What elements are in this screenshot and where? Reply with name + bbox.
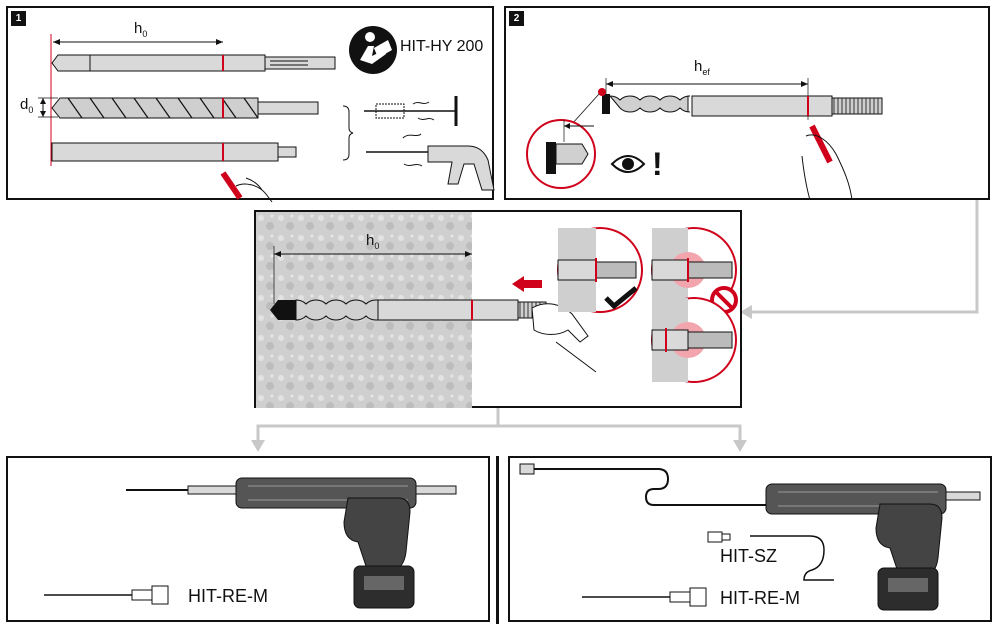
zoom-detail: [526, 93, 600, 189]
detail-wrong-2: [651, 297, 737, 383]
extension-hose: [519, 463, 766, 506]
anchor-rod: [270, 299, 547, 321]
options-divider: [496, 456, 499, 624]
h0-label: h0: [134, 20, 148, 39]
air-pump-icon: [366, 133, 495, 191]
step-3-illustration: [256, 212, 738, 408]
hef-label: hef: [694, 58, 710, 77]
dispenser-icon: [765, 483, 981, 611]
h0-label: h0: [366, 232, 380, 251]
anchor-rod: [598, 88, 883, 117]
push-direction-arrow: [512, 276, 542, 292]
detail-correct: [557, 227, 643, 313]
step-1-illustration: [38, 26, 495, 202]
option-right-panel: HIT-SZ HIT-RE-M: [508, 456, 992, 622]
step-2-number: 2: [509, 11, 524, 26]
option-left-panel: HIT-RE-M: [6, 456, 490, 622]
step-1-panel: 1: [6, 6, 495, 202]
piston-plug-icon: [707, 531, 834, 581]
drill-bit-spiral: [51, 97, 319, 119]
brush-icon: [364, 96, 458, 126]
product-name: HIT-HY 200: [400, 38, 484, 55]
mixer-icon: [582, 587, 707, 607]
marker-pen-icon: [220, 171, 273, 202]
d0-label: d0: [20, 96, 34, 115]
marker-pen-icon: [801, 124, 853, 201]
mixer-label: HIT-RE-M: [188, 586, 268, 606]
dispenser-icon: [126, 477, 457, 609]
read-manual-icon: [349, 26, 397, 74]
step-3-panel: 3: [254, 210, 742, 408]
eye-icon: [610, 155, 646, 173]
exclamation-mark: !: [652, 146, 663, 182]
step-1-number: 1: [11, 11, 26, 26]
depth-gauge-rod: [51, 142, 297, 162]
mixer-icon: [44, 585, 169, 605]
step-2-illustration: [526, 78, 883, 201]
checkmark-icon: [604, 286, 638, 310]
dispenser-piston-illustration: [519, 463, 981, 611]
drill-bit-plain: [51, 54, 336, 72]
step-2-panel: 2: [504, 6, 990, 201]
piston-label: HIT-SZ: [720, 546, 777, 566]
dispenser-illustration: [44, 477, 457, 609]
mixer-label: HIT-RE-M: [720, 588, 800, 608]
